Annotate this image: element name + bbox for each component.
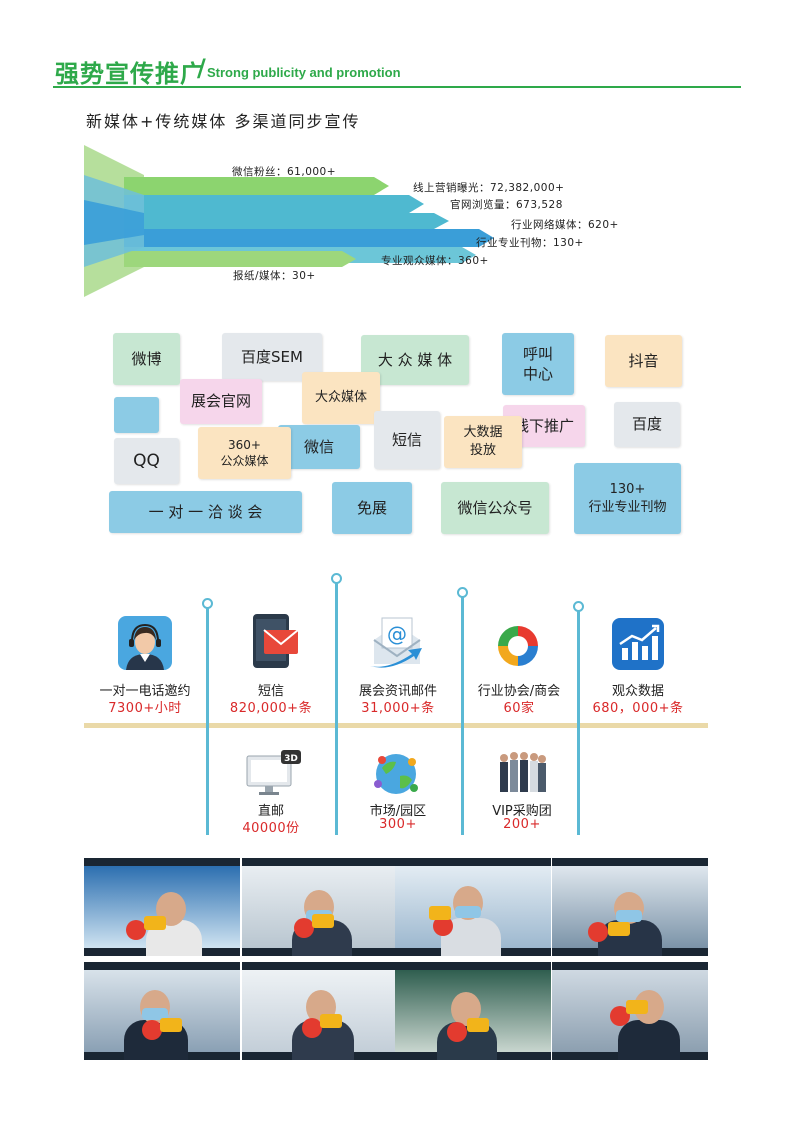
interview-photo-5 xyxy=(84,962,240,1060)
divider-dot-2 xyxy=(331,573,342,584)
channel-label-audience-data: 观众数据 xyxy=(611,684,664,699)
flow-label-website-views: 官网浏览量：673,528 xyxy=(450,199,563,211)
tag-douyin: 抖音 xyxy=(605,335,682,387)
channel-value-sms: 820,000+条 xyxy=(229,701,313,716)
tag-wechat-official: 微信公众号 xyxy=(441,482,549,534)
page-title-en: Strong publicity and promotion xyxy=(207,65,401,80)
flow-arrow-network-media xyxy=(124,229,494,247)
tag-industry-journals: 130+行业专业刊物 xyxy=(574,463,681,534)
flow-arrow-online xyxy=(124,195,424,213)
channel-value-vip: 200+ xyxy=(503,817,541,832)
tag-qq: QQ xyxy=(114,438,179,484)
title-separator: / xyxy=(197,54,206,82)
flow-band-core xyxy=(84,200,144,245)
interview-photo-8 xyxy=(552,962,708,1060)
association-logo-icon xyxy=(498,626,538,666)
flow-arrow-website xyxy=(124,213,449,229)
divider-dot-1 xyxy=(202,598,213,609)
channel-label-market: 市场/园区 xyxy=(369,804,427,819)
channel-value-direct-mail: 40000份 xyxy=(242,821,300,836)
divider-dot-3 xyxy=(457,587,468,598)
tag-blank xyxy=(114,397,159,433)
flow-label-audience-media: 专业观众媒体：360+ xyxy=(381,255,489,267)
tag-big-data: 大数据投放 xyxy=(444,416,522,468)
tag-call-center: 呼叫中心 xyxy=(502,333,574,395)
tag-expo-website: 展会官网 xyxy=(180,379,262,424)
channel-value-phone: 7300+小时 xyxy=(108,701,182,716)
channel-label-phone: 一对一电话邀约 xyxy=(99,684,191,699)
svg-text:@: @ xyxy=(387,622,407,646)
channel-value-market: 300+ xyxy=(379,817,417,832)
flow-label-newspaper: 报纸/媒体：30+ xyxy=(233,270,316,282)
headset-agent-icon xyxy=(118,616,172,670)
divider-line-3 xyxy=(461,592,464,835)
tag-mass-media-2: 大众媒体 xyxy=(302,372,380,424)
interview-photo-4 xyxy=(552,858,708,956)
channel-label-email: 展会资讯邮件 xyxy=(358,684,437,699)
channel-label-sms: 短信 xyxy=(257,684,284,699)
phone-mail-icon xyxy=(253,614,299,668)
email-icon: @ xyxy=(370,617,422,668)
tag-sms: 短信 xyxy=(374,411,440,469)
page-title: 强势宣传推广 xyxy=(55,60,205,88)
interview-photo-7 xyxy=(395,962,551,1060)
divider-dot-4 xyxy=(573,601,584,612)
flow-arrow-wechat-fans xyxy=(124,177,389,195)
divider-line-4 xyxy=(577,605,580,835)
divider-line-2 xyxy=(335,580,338,835)
channel-value-email: 31,000+条 xyxy=(361,701,435,716)
tag-baidu: 百度 xyxy=(614,402,680,447)
divider-line-1 xyxy=(206,605,209,835)
group-people-icon xyxy=(500,752,546,792)
promotion-flow-graphic xyxy=(84,145,494,297)
interview-photo-3 xyxy=(395,858,551,956)
monitor-3d-icon: 3D xyxy=(246,750,301,795)
channel-timeline xyxy=(84,723,708,728)
flow-label-journals: 行业专业刊物：130+ xyxy=(476,237,584,249)
tag-wechat: 微信 xyxy=(278,425,360,469)
globe-icon xyxy=(374,754,418,794)
tag-free-expo: 免展 xyxy=(332,482,412,534)
interview-photo-1 xyxy=(84,858,240,956)
flow-label-online-exposure: 线上营销曝光：72,382,000+ xyxy=(413,182,565,194)
flow-label-wechat-fans: 微信粉丝：61,000+ xyxy=(232,166,337,178)
channel-label-vip: VIP采购团 xyxy=(492,804,552,819)
flow-label-network-media: 行业网络媒体：620+ xyxy=(511,219,619,231)
channel-value-audience-data: 680，000+条 xyxy=(592,701,684,716)
chart-icon xyxy=(612,618,664,670)
tag-one-on-one: 一 对 一 洽 谈 会 xyxy=(109,491,302,533)
tag-public-media: 360+公众媒体 xyxy=(198,427,291,479)
section-subtitle: 新媒体+传统媒体 多渠道同步宣传 xyxy=(86,112,361,131)
interview-photo-2 xyxy=(242,858,398,956)
channel-label-direct-mail: 直邮 xyxy=(257,804,284,819)
tag-weibo: 微博 xyxy=(113,333,180,385)
interview-photo-6 xyxy=(242,962,398,1060)
badge-3d: 3D xyxy=(284,754,298,764)
flow-arrow-audience-media xyxy=(124,251,356,267)
channel-label-association: 行业协会/商会 xyxy=(477,684,561,699)
channel-value-association: 60家 xyxy=(503,701,535,716)
header-divider xyxy=(53,86,741,88)
